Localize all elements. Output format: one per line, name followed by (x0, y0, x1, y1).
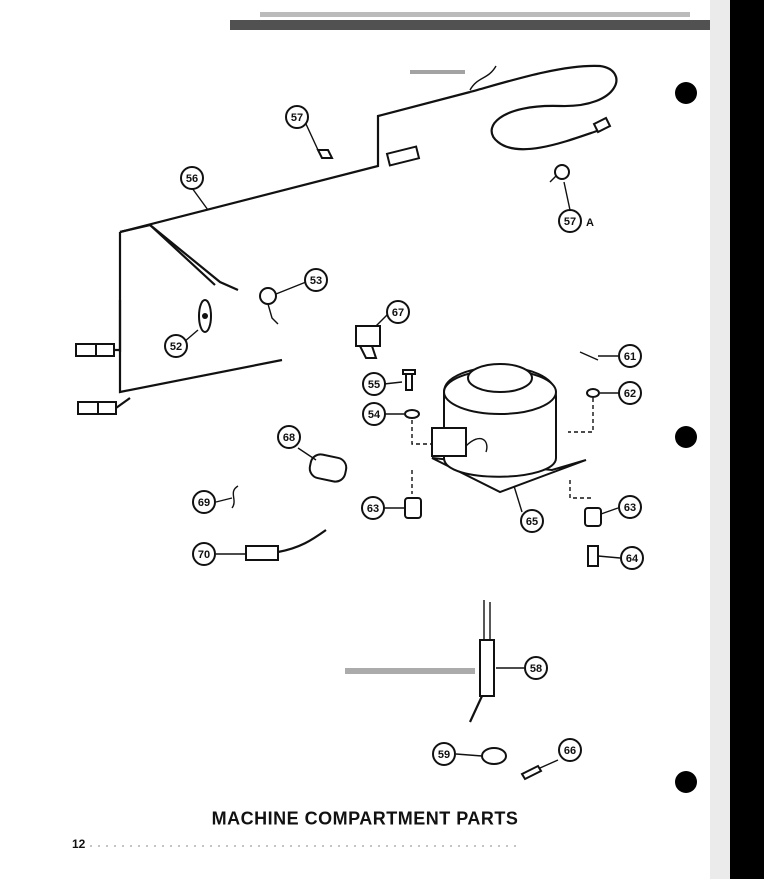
callout-63-right-label: 63 (624, 502, 636, 514)
callout-63-left: 63 (361, 496, 385, 520)
callout-56-label: 56 (186, 173, 198, 185)
callout-65: 65 (520, 509, 544, 533)
mount-line-left (411, 420, 432, 445)
scan-artifacts (230, 0, 764, 879)
callout-52: 52 (164, 334, 188, 358)
callout-53-label: 53 (310, 275, 322, 287)
callout-57-label: 57 (291, 112, 303, 124)
cap-68 (308, 453, 348, 483)
callout-69-label: 69 (198, 497, 210, 509)
top-left-streak (410, 70, 465, 74)
callout-66-label: 66 (564, 745, 576, 757)
top-scan-band (230, 20, 710, 30)
callout-66: 66 (558, 738, 582, 762)
washer-62 (586, 388, 600, 398)
wire-harness-56 (75, 64, 618, 415)
callout-53: 53 (304, 268, 328, 292)
callout-54: 54 (362, 402, 386, 426)
binder-hole-middle (675, 426, 697, 448)
clamp-52 (198, 299, 212, 333)
callout-65-label: 65 (526, 516, 538, 528)
grommet-63-left (404, 497, 422, 519)
callout-58-label: 58 (530, 663, 542, 675)
callout-68: 68 (277, 425, 301, 449)
callout-63-right: 63 (618, 495, 642, 519)
right-edge-shadow (710, 0, 730, 879)
washer-54 (404, 409, 420, 419)
callout-70: 70 (192, 542, 216, 566)
screw-66 (520, 764, 543, 781)
mid-scan-streak (345, 668, 475, 674)
callout-61: 61 (618, 344, 642, 368)
callout-56: 56 (180, 166, 204, 190)
callout-55-label: 55 (368, 379, 380, 391)
clip-57 (316, 149, 334, 159)
thermostat-53 (259, 287, 279, 325)
callout-59: 59 (432, 742, 456, 766)
callout-61-label: 61 (624, 351, 636, 363)
callout-62: 62 (618, 381, 642, 405)
screw-55 (402, 369, 416, 391)
right-black-edge (730, 0, 764, 879)
callout-57a: 57 A (558, 209, 594, 233)
callout-55: 55 (362, 372, 386, 396)
binder-hole-top (675, 82, 697, 104)
clip-69 (231, 485, 239, 509)
top-scan-band-light (260, 12, 690, 17)
callout-57a-suffix: A (586, 217, 594, 229)
callout-57: 57 (285, 105, 309, 129)
page-title: MACHINE COMPARTMENT PARTS (211, 807, 519, 829)
callout-64: 64 (620, 546, 644, 570)
connector-lead-70 (245, 529, 327, 561)
callout-59-label: 59 (438, 749, 450, 761)
mount-line-right (568, 398, 594, 433)
relay-67 (355, 325, 381, 359)
mount-line-right-lower (569, 480, 592, 499)
callout-67: 67 (386, 300, 410, 324)
grommet-63-right (584, 507, 602, 527)
compressor-65 (431, 363, 587, 494)
callout-70-label: 70 (198, 549, 210, 561)
callout-58: 58 (524, 656, 548, 680)
clamp-59 (481, 747, 507, 765)
callout-68-label: 68 (283, 432, 295, 444)
part-61 (579, 351, 599, 361)
callout-52-label: 52 (170, 341, 182, 353)
callout-54-label: 54 (368, 409, 381, 421)
page-number: 12 (72, 837, 86, 851)
callout-63-left-label: 63 (367, 503, 379, 515)
callout-69: 69 (192, 490, 216, 514)
callout-67-label: 67 (392, 307, 404, 319)
leader-lines (183, 123, 621, 769)
callout-64-label: 64 (626, 553, 639, 565)
callout-62-label: 62 (624, 388, 636, 400)
sensor-58 (469, 600, 495, 723)
callout-57a-label: 57 (564, 216, 576, 228)
binder-hole-bottom (675, 771, 697, 793)
connector-57a (549, 164, 570, 183)
sleeve-64 (587, 545, 599, 567)
